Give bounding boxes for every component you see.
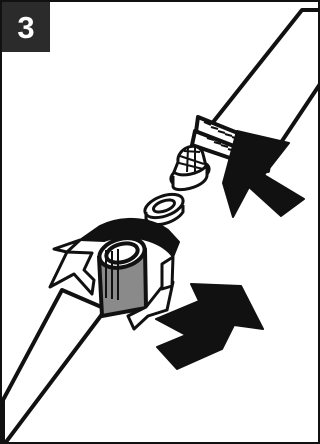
down-left-arrow-icon bbox=[222, 130, 305, 218]
rotation-arrow-icon bbox=[48, 217, 181, 331]
up-right-arrow-icon bbox=[155, 283, 264, 370]
filter-screen-icon bbox=[169, 144, 211, 192]
washer-icon bbox=[143, 192, 185, 227]
hose-icon bbox=[2, 236, 148, 442]
step-number-badge: 3 bbox=[2, 2, 50, 52]
